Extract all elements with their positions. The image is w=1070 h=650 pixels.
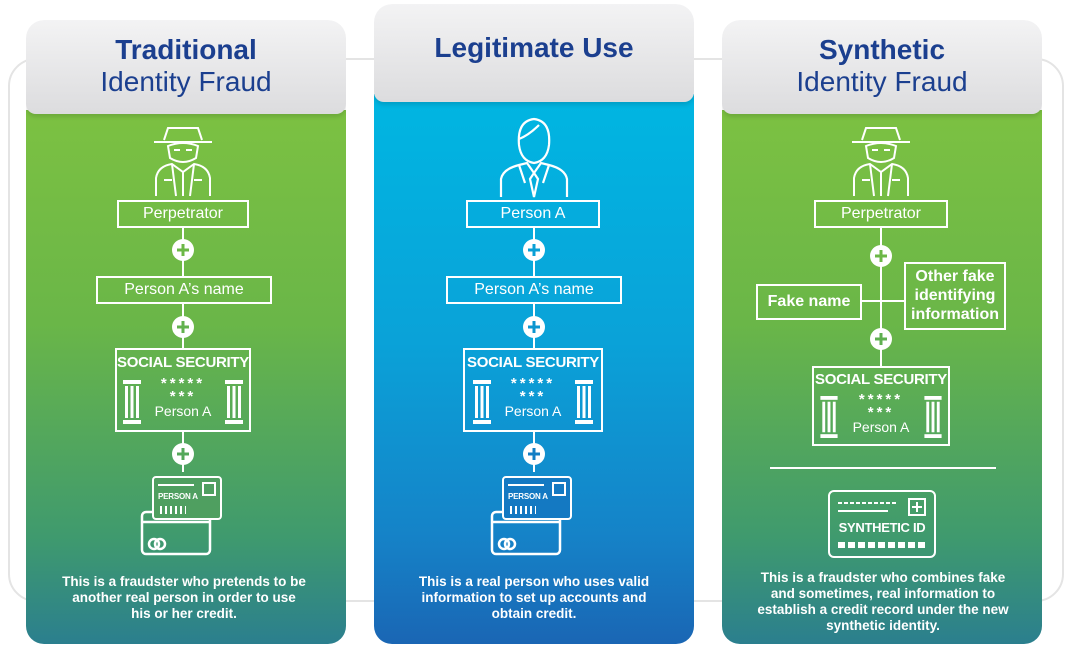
synthetic-id-top-line [838,510,888,512]
legitimate-person-box: Person A [466,200,600,228]
id-card-bars [160,506,186,514]
plus-icon [172,239,194,261]
traditional-subtitle: Identity Fraud [100,66,272,97]
id-card-lines [158,484,194,486]
synthetic-panel-body [722,110,1042,644]
social-security-title: SOCIAL SECURITY [467,354,599,371]
photo-box-icon [908,498,926,516]
card-stars: ***** [858,391,904,408]
synthetic-id-label: SYNTHETIC ID [838,520,926,535]
id-card-bars [510,506,536,514]
divider [770,467,996,469]
social-security-title: SOCIAL SECURITY [117,354,249,371]
legitimate-title: Legitimate Use [434,32,634,63]
column-icon [225,380,243,424]
card-stars: *** [867,404,895,421]
legitimate-use-panel: Legitimate Use [374,4,694,644]
social-security-title: SOCIAL SECURITY [815,371,947,388]
synthetic-subtitle: Identity Fraud [796,66,968,97]
traditional-name-box: Person A’s name [96,276,272,304]
credit-cards-icon: PERSON A [490,476,574,558]
id-card-photo [202,482,216,496]
id-card-photo [552,482,566,496]
id-card-front: PERSON A [152,476,222,520]
traditional-panel-header: Traditional Identity Fraud [26,20,346,114]
synthetic-panel-header: Synthetic Identity Fraud [722,20,1042,114]
card-stars: ***** [160,375,206,392]
id-card-name: PERSON A [508,492,548,501]
synthetic-title: Synthetic [818,34,946,65]
social-security-card-icon: SOCIAL SECURITY ***** *** Person A [463,348,603,432]
id-card-name: PERSON A [158,492,198,501]
other-fake-info-box: Other fake identifying information [904,262,1006,330]
legitimate-name-box: Person A’s name [446,276,622,304]
synthetic-id-card-icon: SYNTHETIC ID [828,490,936,558]
legitimate-panel-body [374,94,694,644]
plus-icon [172,316,194,338]
legitimate-panel-header: Legitimate Use [374,4,694,102]
connector [880,228,882,368]
synthetic-perpetrator-box: Perpetrator [814,200,948,228]
id-card-lines [508,484,544,486]
id-card-front: PERSON A [502,476,572,520]
plus-icon [172,443,194,465]
synthetic-id-top-line [838,502,898,504]
traditional-title: Traditional [115,34,257,65]
spy-icon [154,127,212,197]
person-icon [499,117,569,198]
card-name: Person A [852,419,910,435]
card-stars: ***** [510,375,556,392]
legitimate-description: This is a real person who uses valid inf… [418,574,650,621]
column-icon [575,380,593,424]
card-stars: *** [169,388,197,405]
connector [862,300,904,302]
plus-icon [523,239,545,261]
synthetic-id-bars [838,542,926,548]
fake-name-box: Fake name [756,284,862,320]
card-name: Person A [154,403,212,419]
credit-cards-icon: PERSON A [140,476,224,558]
plus-icon [870,328,892,350]
traditional-perpetrator-box: Perpetrator [117,200,249,228]
card-stars: *** [519,388,547,405]
synthetic-description: This is a fraudster who combines fake an… [757,570,1009,633]
synthetic-fraud-panel: Synthetic Identity Fraud [722,20,1042,644]
social-security-card-icon: SOCIAL SECURITY ***** *** Person A [812,366,950,446]
traditional-description: This is a fraudster who pretends to be a… [62,574,306,621]
column-icon [123,380,141,424]
plus-icon [523,316,545,338]
column-icon [820,396,838,438]
plus-icon [870,245,892,267]
plus-icon [523,443,545,465]
spy-icon [852,127,910,197]
social-security-card-icon: SOCIAL SECURITY ***** *** Person A [115,348,251,432]
column-icon [473,380,491,424]
column-icon [924,396,942,438]
card-name: Person A [504,403,562,419]
